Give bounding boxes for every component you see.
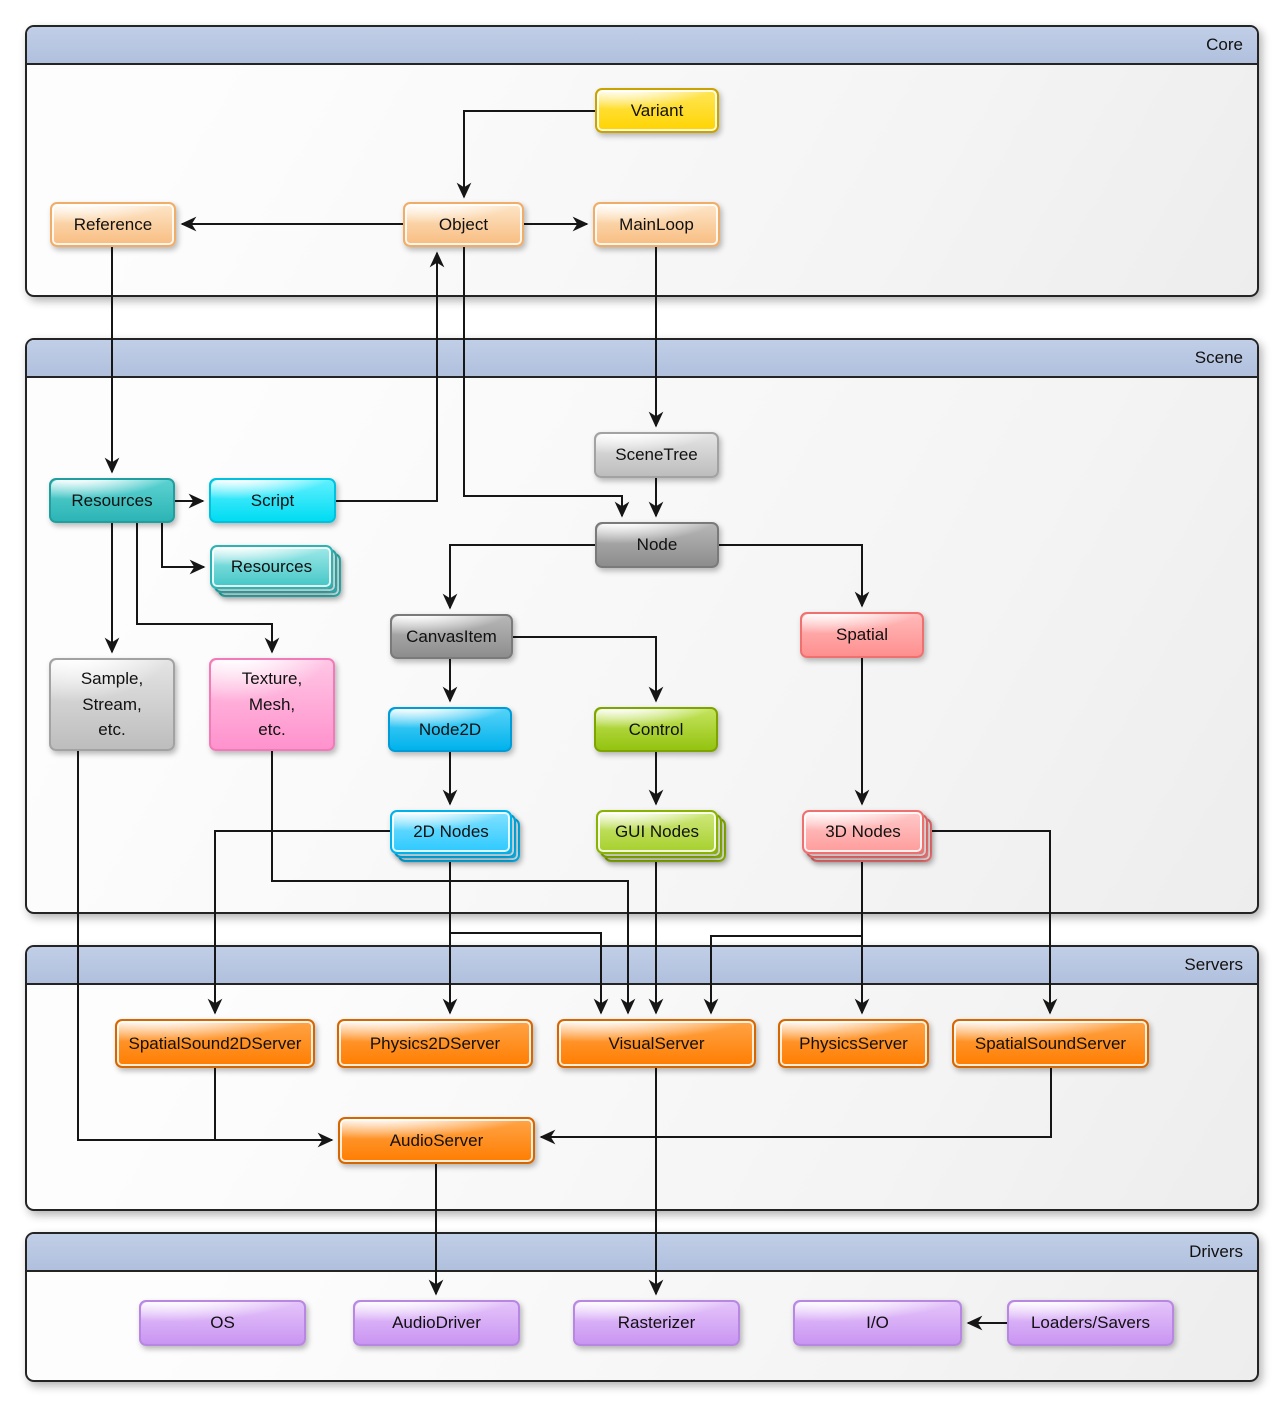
- box-os: OS: [139, 1300, 306, 1346]
- box-audioserver: AudioServer: [338, 1117, 535, 1164]
- 2d-nodes-label: 2D Nodes: [413, 822, 489, 842]
- box-loaders-savers: Loaders/Savers: [1007, 1300, 1174, 1346]
- box-script-label: Script: [250, 490, 295, 510]
- box-spatialsound2dserver: SpatialSound2DServer: [115, 1019, 315, 1068]
- box-spatial-label: Spatial: [836, 625, 888, 645]
- box-texture-mesh-etc: Texture, Mesh, etc.: [209, 658, 335, 751]
- box-reference: Reference: [50, 202, 176, 247]
- 2d-nodes-top: 2D Nodes: [390, 810, 512, 854]
- gui-nodes-top: GUI Nodes: [596, 810, 718, 854]
- box-node-label: Node: [636, 535, 678, 555]
- resources-stack-label: Resources: [230, 557, 313, 577]
- box-sample-stream-etc: Sample, Stream, etc.: [49, 658, 175, 751]
- audiodriver-label: AudioDriver: [392, 1313, 481, 1333]
- box-canvasitem: CanvasItem: [390, 614, 513, 659]
- os-label: OS: [210, 1313, 235, 1333]
- box-variant-label: Variant: [630, 100, 684, 120]
- section-servers: Servers: [25, 945, 1259, 1211]
- spatialsound2dserver-label: SpatialSound2DServer: [128, 1033, 302, 1053]
- section-core: Core: [25, 25, 1259, 297]
- box-gui-nodes-stack: GUI Nodes: [596, 810, 726, 862]
- 3d-nodes-top: 3D Nodes: [802, 810, 924, 854]
- box-node2d: Node2D: [388, 707, 512, 752]
- box-resources-label: Resources: [71, 490, 153, 510]
- box-node2d-label: Node2D: [418, 719, 482, 739]
- box-scenetree: SceneTree: [594, 432, 719, 478]
- box-mainloop: MainLoop: [593, 202, 720, 247]
- box-3d-nodes-stack: 3D Nodes: [802, 810, 932, 862]
- physics2dserver-label: Physics2DServer: [369, 1033, 501, 1053]
- rasterizer-label: Rasterizer: [617, 1313, 696, 1333]
- box-reference-label: Reference: [73, 214, 153, 234]
- io-label: I/O: [866, 1313, 889, 1333]
- resources-stack-top: Resources: [210, 545, 333, 589]
- section-drivers-header: Drivers: [27, 1234, 1257, 1272]
- box-object-label: Object: [438, 214, 489, 234]
- section-drivers-title: Drivers: [1189, 1242, 1243, 1261]
- box-resources-stack: Resources: [210, 545, 341, 597]
- box-io: I/O: [793, 1300, 962, 1346]
- box-control: Control: [594, 707, 718, 752]
- spatialsoundserver-label: SpatialSoundServer: [974, 1033, 1127, 1053]
- box-control-label: Control: [628, 719, 684, 739]
- box-sample-label: Sample, Stream, etc.: [80, 669, 144, 740]
- physicsserver-label: PhysicsServer: [799, 1033, 908, 1053]
- section-servers-title: Servers: [1184, 955, 1243, 974]
- audioserver-label: AudioServer: [389, 1130, 484, 1150]
- gui-nodes-label: GUI Nodes: [614, 822, 700, 842]
- box-2d-nodes-stack: 2D Nodes: [390, 810, 520, 862]
- box-object: Object: [403, 202, 524, 247]
- box-physicsserver: PhysicsServer: [778, 1019, 929, 1068]
- section-core-title: Core: [1206, 35, 1243, 54]
- box-audiodriver: AudioDriver: [353, 1300, 520, 1346]
- loaders-savers-label: Loaders/Savers: [1030, 1313, 1151, 1333]
- section-servers-header: Servers: [27, 947, 1257, 985]
- box-texture-label: Texture, Mesh, etc.: [241, 669, 303, 740]
- box-canvasitem-label: CanvasItem: [406, 626, 497, 646]
- visualserver-label: VisualServer: [608, 1033, 705, 1053]
- box-rasterizer: Rasterizer: [573, 1300, 740, 1346]
- box-physics2dserver: Physics2DServer: [337, 1019, 533, 1068]
- 3d-nodes-label: 3D Nodes: [825, 822, 901, 842]
- box-variant: Variant: [595, 88, 719, 133]
- box-scenetree-label: SceneTree: [615, 445, 698, 465]
- box-node: Node: [595, 522, 719, 568]
- section-scene-title: Scene: [1194, 348, 1243, 367]
- section-scene-header: Scene: [27, 340, 1257, 378]
- box-spatialsoundserver: SpatialSoundServer: [952, 1019, 1149, 1068]
- box-resources: Resources: [49, 478, 175, 523]
- box-script: Script: [209, 478, 336, 523]
- section-core-header: Core: [27, 27, 1257, 65]
- box-spatial: Spatial: [800, 612, 924, 658]
- box-visualserver: VisualServer: [557, 1019, 756, 1068]
- box-mainloop-label: MainLoop: [619, 214, 694, 234]
